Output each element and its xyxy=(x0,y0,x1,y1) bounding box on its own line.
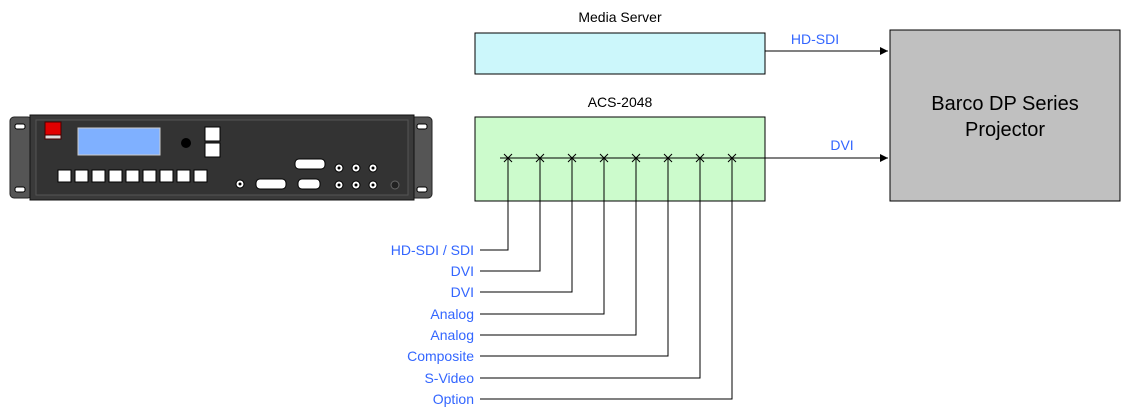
input-routing: HD-SDI / SDI DVI DVI Analog Analog Compo… xyxy=(391,153,737,407)
panel-button xyxy=(204,142,221,158)
media-server-title: Media Server xyxy=(578,9,662,25)
crosspoint-marker xyxy=(567,153,577,163)
input-label: Analog xyxy=(430,327,474,343)
crosspoint-marker xyxy=(599,153,609,163)
input-label: DVI xyxy=(451,263,474,279)
panel-button xyxy=(91,169,106,183)
dvi-connector xyxy=(255,178,287,190)
crosspoint-marker xyxy=(727,153,737,163)
crosspoint-marker xyxy=(535,153,545,163)
rack-hole xyxy=(416,123,428,130)
dvi-link-label: DVI xyxy=(830,137,853,153)
panel-button xyxy=(57,169,72,183)
input-line xyxy=(480,158,605,315)
input-label: S-Video xyxy=(424,370,474,386)
vga-connector xyxy=(297,178,321,190)
input-label: HD-SDI / SDI xyxy=(391,242,474,258)
panel-button xyxy=(125,169,140,183)
media-server-box xyxy=(474,32,766,75)
rack-hole xyxy=(416,186,428,193)
panel-button-row xyxy=(57,169,208,183)
power-button xyxy=(44,121,62,136)
panel-button xyxy=(108,169,123,183)
projector-label-line2: Projector xyxy=(965,119,1045,141)
input-label: Option xyxy=(433,391,474,407)
crosspoint-marker xyxy=(503,153,513,163)
panel-button xyxy=(204,126,221,142)
crosspoint-marker xyxy=(695,153,705,163)
input-line xyxy=(480,158,701,379)
projector-label-line1: Barco DP Series xyxy=(931,93,1078,115)
projector-box xyxy=(889,29,1121,202)
panel-button xyxy=(74,169,89,183)
switcher-title: ACS-2048 xyxy=(588,94,653,110)
input-line xyxy=(480,158,637,336)
bnc-connector-group xyxy=(334,163,378,190)
dvi-connector xyxy=(294,158,326,170)
panel-button xyxy=(193,169,208,183)
rack-hole xyxy=(14,186,26,193)
panel-button xyxy=(142,169,157,183)
rack-hole xyxy=(14,123,26,130)
input-label: Composite xyxy=(407,348,474,364)
input-line xyxy=(480,158,573,293)
input-line xyxy=(480,158,509,251)
lcd-display xyxy=(77,127,161,156)
panel-button xyxy=(176,169,191,183)
panel-button xyxy=(159,169,174,183)
power-button-base xyxy=(44,134,62,140)
input-line xyxy=(480,158,669,357)
crosspoint-marker xyxy=(663,153,673,163)
status-led xyxy=(390,180,400,190)
input-line xyxy=(480,158,541,272)
input-label: Analog xyxy=(430,306,474,322)
switcher-box xyxy=(474,116,766,202)
hd-sdi-link-label: HD-SDI xyxy=(791,31,839,47)
switcher-hardware-illustration xyxy=(9,114,433,201)
input-label: DVI xyxy=(451,284,474,300)
input-line xyxy=(480,158,733,400)
crosspoint-marker xyxy=(631,153,641,163)
knob xyxy=(181,138,191,148)
